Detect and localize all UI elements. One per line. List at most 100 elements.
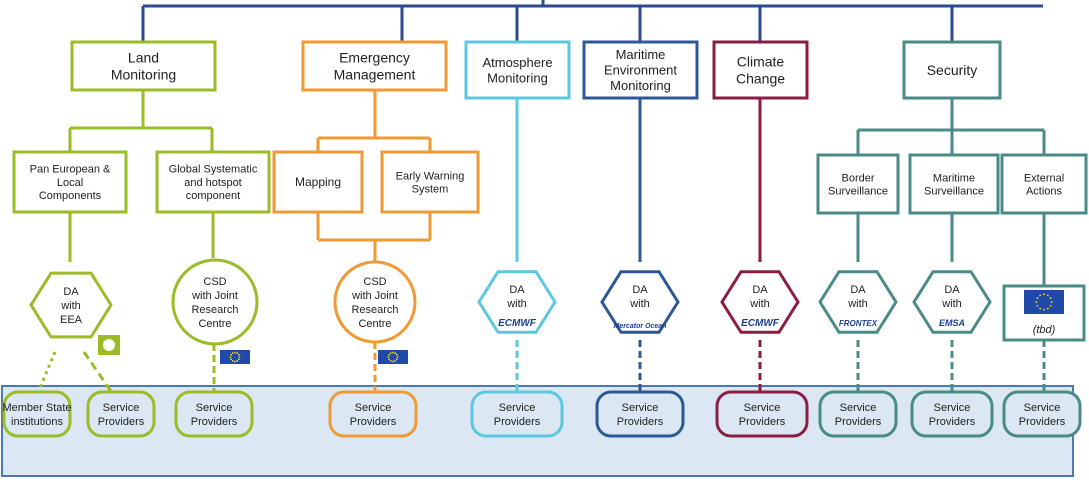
maritime-da-hexagon [600, 270, 680, 334]
atmosphere-monitoring-box-label-line-0: Atmosphere [482, 55, 552, 70]
emergency-csd-circle [333, 260, 417, 344]
land-service-pill-label-line-0: Service [103, 402, 140, 414]
emergency-management-box-label-line-1: Management [334, 66, 416, 82]
eea-logo-mark [103, 339, 115, 351]
atmosphere-da-text-line-1: with [506, 298, 527, 310]
emergency-jrc-eu-flag-icon-star [392, 351, 394, 354]
emsa-logo-icon: EMSA [939, 318, 965, 328]
maritime-environment-box-label-line-0: Maritime [616, 47, 666, 62]
maritime-environment-box-label-line-1: Environment [604, 63, 677, 78]
security-box-label-line-0: Security [927, 62, 978, 78]
early-warning-box-label-line-0: Early Warning [396, 170, 465, 182]
emergency-jrc-eu-flag-icon-star [388, 353, 391, 356]
border-surveillance-box [816, 153, 900, 215]
land-eea-hexagon [29, 271, 113, 339]
border-da-hexagon [818, 270, 898, 334]
climate-ecmwf-logo-icon: ECMWF [741, 318, 780, 329]
pan-european-box-label-line-0: Pan European & [30, 164, 111, 176]
atmosphere-monitoring-box-label-line-1: Monitoring [487, 70, 548, 85]
tbd-label: (tbd) [1033, 324, 1056, 336]
maritime-service-pill-label-line-1: Providers [617, 416, 664, 428]
emergency-service-pill-label-line-1: Providers [350, 416, 397, 428]
atmosphere-service-pill-label-line-1: Providers [494, 416, 541, 428]
external-service-pill [1002, 390, 1082, 438]
emergency-jrc-eu-flag-icon-star [394, 359, 397, 362]
land-csd-circle [171, 258, 259, 346]
maritime-service-pill-label-line-0: Service [622, 402, 659, 414]
land-csd-service-pill [174, 390, 254, 438]
mapping-box-label-line-0: Mapping [295, 175, 341, 189]
land-jrc-eu-flag-icon-star [236, 352, 239, 355]
land-csd-text-line-1: with Joint [191, 290, 238, 302]
mercator-logo-icon: Mercator Ocean [614, 323, 667, 330]
early-warning-box-label-line-1: System [412, 183, 449, 195]
eusc-logo-icon-star [1049, 297, 1052, 300]
land-jrc-eu-flag-icon [220, 350, 250, 364]
eusc-logo-icon-star [1050, 301, 1053, 303]
eusc-logo-icon-star [1039, 307, 1042, 310]
maritime-surveillance-box-label-line-0: Maritime [933, 172, 975, 184]
maritime-da-text-line-0: DA [632, 284, 648, 296]
emergency-jrc-eu-flag-icon-star [396, 356, 399, 358]
atmosphere-monitoring-box [464, 40, 571, 100]
land-jrc-eu-flag-icon-star [234, 351, 236, 354]
emergency-jrc-eu-flag-icon-star [389, 359, 392, 362]
climate-service-pill-label-line-0: Service [744, 402, 781, 414]
land-csd-service-pill-label-line-1: Providers [191, 416, 238, 428]
eusc-logo-icon-star [1043, 308, 1045, 311]
emergency-csd-text-line-3: Centre [358, 318, 391, 330]
atmosphere-da-text-line-0: DA [509, 284, 525, 296]
border-da-text-line-1: with [847, 298, 868, 310]
emergency-jrc-eu-flag-icon-star [395, 358, 398, 361]
emergency-service-pill [328, 390, 418, 438]
climate-da-hexagon [720, 270, 800, 334]
land-csd-text-line-0: CSD [203, 276, 226, 288]
eusc-logo-icon-star [1046, 294, 1049, 297]
atmosphere-service-pill-label-line-0: Service [499, 402, 536, 414]
emergency-jrc-eu-flag-icon-star [387, 356, 390, 358]
maritime-sec-da-text-line-0: DA [944, 284, 960, 296]
emergency-jrc-eu-flag-icon [378, 350, 408, 364]
land-jrc-eu-flag-icon-star [236, 359, 239, 362]
maritime-sec-da-text-line-1: with [941, 298, 962, 310]
climate-change-box [712, 40, 809, 100]
emergency-jrc-eu-flag-icon-star [389, 352, 392, 355]
eusc-logo-icon-star [1035, 301, 1038, 303]
land-csd-text-line-3: Centre [198, 318, 231, 330]
land-service-dashed [82, 351, 119, 401]
global-systematic-box [155, 150, 271, 214]
security-box [902, 40, 1002, 100]
climate-da-text-line-1: with [749, 298, 770, 310]
land-eea-text-line-0: DA [63, 286, 79, 298]
emergency-service-pill-label-line-0: Service [355, 402, 392, 414]
maritime-environment-box-label-line-2: Monitoring [610, 78, 671, 93]
land-eea-text-line-2: EEA [60, 314, 83, 326]
pan-european-box-label-line-1: Local [57, 177, 83, 189]
land-csd-text-line-2: Research [191, 304, 238, 316]
emergency-jrc-eu-flag-icon-star [395, 353, 398, 356]
border-surveillance-box-label-line-0: Border [841, 172, 874, 184]
border-surveillance-box-label-line-1: Surveillance [828, 185, 888, 197]
climate-da-text-line-0: DA [752, 284, 768, 296]
eusc-logo-icon-star [1049, 304, 1052, 307]
global-systematic-box-label-line-0: Global Systematic [169, 164, 258, 176]
climate-change-box-label-line-0: Climate [737, 54, 785, 70]
maritime-surveillance-box-label-line-1: Surveillance [924, 185, 984, 197]
emergency-jrc-eu-flag-icon-star [394, 352, 397, 355]
maritime-service-pill [595, 390, 685, 438]
frontex-logo-icon: FRONTEX [839, 319, 878, 328]
external-actions-box-label-line-0: External [1024, 172, 1064, 184]
border-service-pill-label-line-0: Service [840, 402, 877, 414]
climate-service-pill [715, 390, 809, 438]
emergency-management-box [301, 40, 448, 92]
external-actions-box-label-line-1: Actions [1026, 185, 1063, 197]
land-jrc-eu-flag-icon-star [230, 358, 233, 361]
land-jrc-eu-flag-icon-star [237, 358, 240, 361]
land-jrc-eu-flag-icon-star [238, 356, 241, 358]
land-monitoring-box-label-line-1: Monitoring [111, 66, 176, 82]
eusc-logo-icon-star [1046, 307, 1049, 310]
early-warning-box [380, 150, 480, 214]
top-connector [141, 0, 1043, 42]
climate-service-pill-label-line-1: Providers [739, 416, 786, 428]
member-state-pill-label-line-1: institutions [11, 416, 63, 428]
